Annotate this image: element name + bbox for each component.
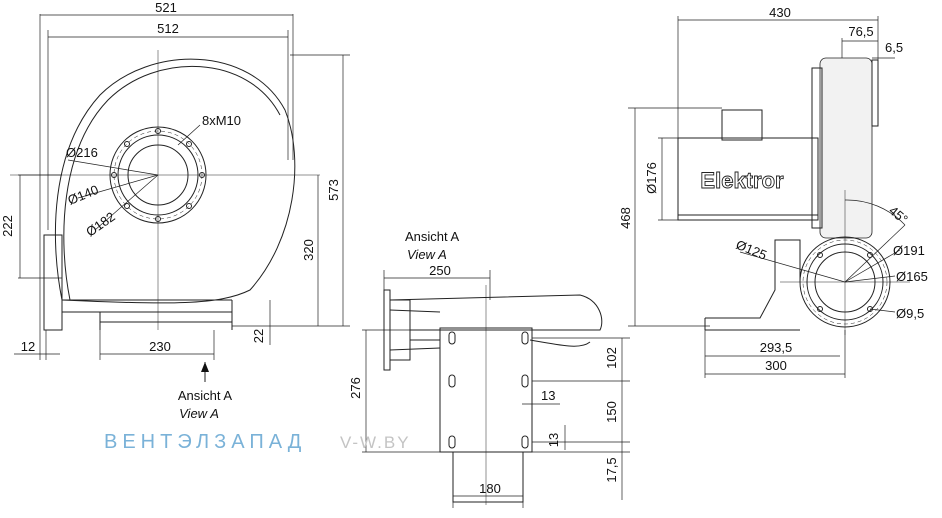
front-view: 521 512 8xM10 Ø216 Ø140 Ø182 xyxy=(0,0,350,421)
front-dia-bolt-circle: Ø182 xyxy=(83,209,118,240)
view-a: Ansicht A View A 250 276 xyxy=(348,229,630,508)
front-bolt-pattern: 8xM10 xyxy=(202,113,241,128)
view-a-label-de: Ansicht A xyxy=(405,229,460,244)
dim-side-height: 468 xyxy=(618,207,633,229)
dim-view-a-width-top: 250 xyxy=(429,263,451,278)
view-a-label-en: View A xyxy=(407,247,447,262)
dim-side-length-overall: 430 xyxy=(769,5,791,20)
dim-front-foot-thickness: 22 xyxy=(251,329,266,343)
dim-side-motor-dia: Ø176 xyxy=(644,162,659,194)
dim-front-width-housing: 512 xyxy=(157,21,179,36)
dim-front-height-overall: 573 xyxy=(326,179,341,201)
watermark-domain: V-W.BY xyxy=(340,433,411,452)
dim-view-a-height: 276 xyxy=(348,377,363,399)
dim-side-len-1: 76,5 xyxy=(848,24,873,39)
watermark: ВЕНТЭЛЗАПАД V-W.BY xyxy=(104,431,411,453)
dim-front-height-axis: 320 xyxy=(301,239,316,261)
dim-side-angle: 45° xyxy=(886,203,911,227)
watermark-brand: ВЕНТЭЛЗАПАД xyxy=(104,431,306,453)
dim-view-a-span-1: 102 xyxy=(604,347,619,369)
dim-front-foot-to-axis: 230 xyxy=(149,339,171,354)
dim-side-base-1: 293,5 xyxy=(760,340,793,355)
dim-front-height-inlet: 222 xyxy=(0,215,15,237)
front-view-label-de: Ansicht A xyxy=(178,388,233,403)
dim-side-base-2: 300 xyxy=(765,358,787,373)
dim-side-outlet-bolt: Ø165 xyxy=(896,269,928,284)
dim-view-a-span-2: 150 xyxy=(604,401,619,423)
dim-view-a-hole-2: 13 xyxy=(546,433,561,447)
front-view-label-en: View A xyxy=(179,406,219,421)
front-dia-bore: Ø140 xyxy=(66,182,101,208)
motor-brand-text: Elektror xyxy=(700,168,784,193)
dim-front-width-overall: 521 xyxy=(155,0,177,15)
dim-view-a-width-base: 180 xyxy=(479,481,501,496)
dim-side-len-2: 6,5 xyxy=(885,40,903,55)
dim-side-outlet-inner: Ø125 xyxy=(734,237,769,263)
dim-side-outlet-outer: Ø191 xyxy=(893,243,925,258)
dim-front-foot-offset: 12 xyxy=(21,339,35,354)
dim-view-a-hole-1: 13 xyxy=(541,388,555,403)
dim-side-outlet-hole: Ø9,5 xyxy=(896,306,924,321)
front-dia-flange: Ø216 xyxy=(66,145,98,160)
side-view: 430 76,5 6,5 Elektror 468 Ø176 xyxy=(618,5,928,378)
dim-view-a-span-3: 17,5 xyxy=(604,457,619,482)
